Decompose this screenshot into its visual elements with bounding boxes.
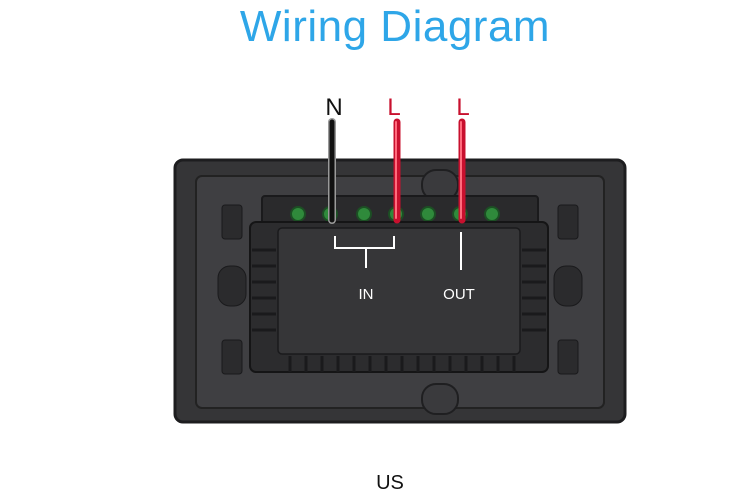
region-caption: US — [376, 472, 404, 494]
terminal-screw-3 — [356, 206, 372, 222]
in-label: IN — [359, 286, 374, 303]
in-bracket — [334, 236, 395, 268]
diagram-title: Wiring Diagram — [239, 2, 551, 51]
module-ridges-left — [252, 248, 276, 332]
right-clip-top — [557, 204, 579, 240]
module-vents — [288, 356, 516, 372]
right-clip-bottom — [557, 339, 579, 375]
bottom-mount-tab — [421, 383, 459, 415]
terminal-screw-7 — [484, 206, 500, 222]
module-face — [277, 227, 521, 355]
wire-label-live-out: L — [456, 94, 469, 121]
out-label: OUT — [443, 286, 475, 303]
module-ridges-right — [522, 248, 546, 332]
wire-label-neutral: N — [325, 94, 342, 121]
left-clip-bottom — [221, 339, 243, 375]
left-clip-top — [221, 204, 243, 240]
terminal-screw-5 — [420, 206, 436, 222]
right-clip-mid — [553, 265, 583, 307]
left-clip-mid — [217, 265, 247, 307]
terminal-screw-1 — [290, 206, 306, 222]
wire-label-live-in: L — [387, 94, 400, 121]
